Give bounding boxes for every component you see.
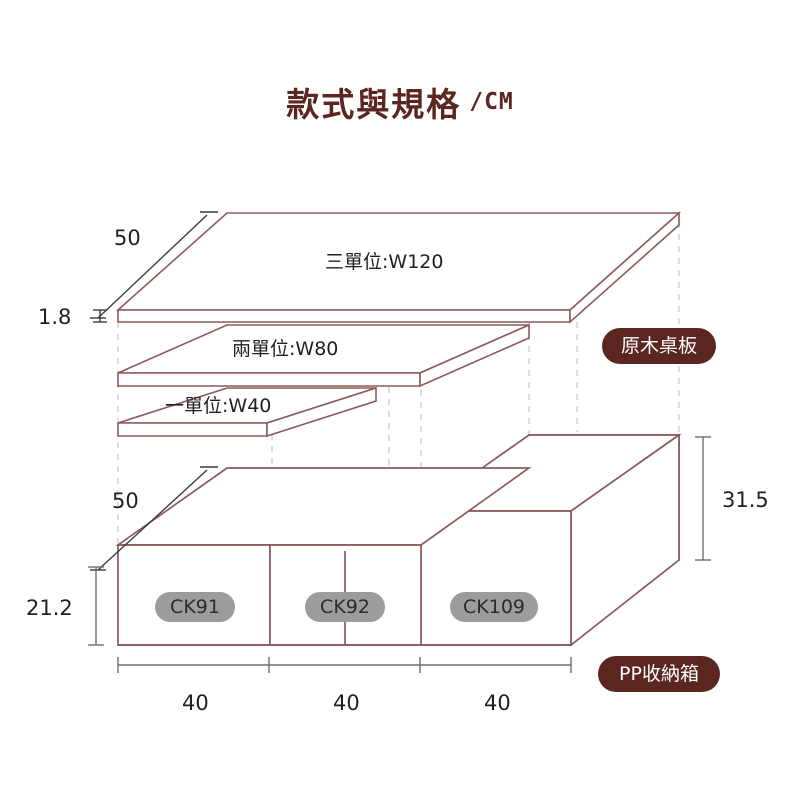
shelf-1unit-side-face: [266, 386, 377, 438]
badge-pp-box[interactable]: PP收納箱: [598, 656, 720, 692]
badge-wood-top-bg[interactable]: [602, 328, 716, 364]
shelf-2unit-front-face: [117, 372, 421, 387]
dimension-width-label-0: 40: [182, 691, 209, 715]
dimension-box-depth-label: 50: [112, 489, 139, 513]
dimension-box-height-tall: [695, 436, 711, 561]
pill-ck92-label: CK92: [320, 596, 370, 618]
badge-wood-top-label: 原木桌板: [621, 335, 697, 357]
badge-wood-top[interactable]: 原木桌板: [602, 328, 716, 364]
pill-ck92[interactable]: CK92: [305, 592, 385, 622]
pill-ck91-label: CK91: [170, 596, 220, 618]
shelf-2unit: [117, 323, 530, 388]
dimension-box-depth: [90, 466, 218, 571]
pill-ck109-bg[interactable]: [450, 592, 538, 622]
pill-ck109[interactable]: CK109: [450, 592, 538, 622]
shelf-2unit-side-face: [419, 323, 530, 388]
page-title: 款式與規格/CM: [0, 78, 800, 126]
dimension-box-height-short-label: 21.2: [26, 596, 73, 620]
dimension-box-height-short: [88, 566, 104, 646]
pill-ck91-bg[interactable]: [155, 592, 235, 622]
page-title-main: 款式與規格: [286, 85, 462, 124]
shelf-3unit-label: 三單位:W120: [325, 251, 443, 273]
shelf-1unit: [117, 386, 377, 438]
badge-pp-box-label: PP收納箱: [619, 663, 699, 685]
shelf-3unit-front-face: [117, 309, 571, 323]
pill-ck109-label: CK109: [463, 596, 525, 618]
shelf-1unit-label: 一單位:W40: [165, 395, 271, 417]
dimension-shelf-depth: [90, 211, 218, 319]
dimension-width-label-2: 40: [484, 691, 511, 715]
dimension-width-label-1: 40: [333, 691, 360, 715]
badge-pp-box-bg[interactable]: [598, 656, 720, 692]
dimension-shelf-thickness-label: 1.8: [38, 305, 71, 329]
box-ck109-front-face: [420, 510, 572, 646]
page-title-unit: /CM: [469, 89, 514, 115]
pill-ck91[interactable]: CK91: [155, 592, 235, 622]
shelf-3unit-side-face: [569, 211, 680, 324]
dimension-box-depth-line: [97, 469, 208, 571]
dimension-shelf-depth-line: [97, 214, 208, 319]
shelf-3unit: [115, 211, 682, 324]
shelf-2unit-label: 兩單位:W80: [232, 338, 338, 360]
dimension-width-chain: [117, 657, 572, 673]
pill-ck92-bg[interactable]: [305, 592, 385, 622]
shelf-1unit-front-face: [117, 422, 268, 437]
dimension-box-height-tall-label: 31.5: [722, 488, 769, 512]
dimension-shelf-depth-label: 50: [114, 226, 141, 250]
dimension-shelf-thickness: [93, 309, 107, 323]
